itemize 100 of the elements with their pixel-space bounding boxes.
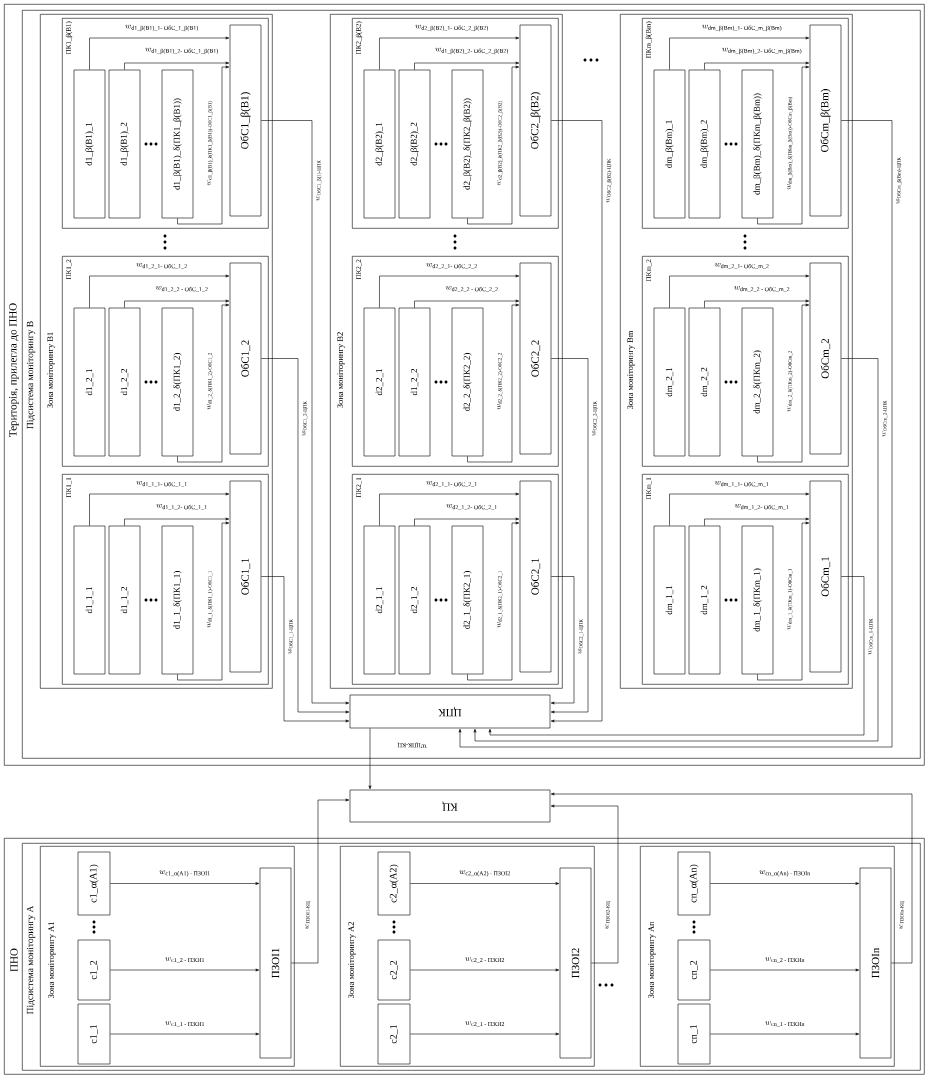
arrow: [410, 1032, 560, 1036]
arrow: [89, 274, 230, 308]
process-box: c1_1: [77, 1003, 111, 1065]
process-box: d1_2_2: [108, 307, 141, 457]
process-box: c2_1: [377, 1003, 411, 1065]
process-box: ОбСm_2: [809, 262, 842, 455]
edge-label: $w_{\text{d1\_1\_2- ОбС\_1\_1}}$: [155, 503, 209, 511]
edge-label: $w_{\text{dm\_1\_δ(ПКm\_1)-ОбСm\_1}}$: [786, 567, 794, 631]
process-box: cn_1: [677, 1003, 711, 1065]
arrow: [458, 120, 893, 748]
edge-label: $w_{\text{dm\_1\_1- ОбС\_m\_1}}$: [714, 480, 770, 488]
edge-label: $w_{\text{d2\_1\_1- ОбС\_2\_1}}$: [425, 480, 479, 488]
arrow: [704, 517, 810, 526]
edge-label: $w_{\text{c1\_2 - ПЗОІ1}}$: [164, 956, 206, 964]
edge-label: $w_{\text{d1\_β(В2)\_2- ОбС\_2\_β(В2)}}$: [434, 47, 510, 55]
edge-label: $w_{\text{c2\_1 - ПЗОІ2}}$: [464, 1020, 506, 1028]
process-box: d1_1_2: [108, 525, 141, 675]
process-box: d2_2_δ(ПК2_2): [451, 307, 484, 457]
edge-label: $w_{\text{d1\_β(В1)\_δ(ПК1\_β(В1))-ОбС1\_β(В1)}}$: [206, 99, 214, 187]
process-box: ОбС2_2: [519, 262, 552, 455]
process-box: ЦПК: [349, 694, 551, 729]
arrow: [669, 492, 810, 526]
arrow: [89, 36, 230, 70]
process-box: ПЗОІ2: [559, 867, 592, 1059]
process-box: d1_2_2: [398, 307, 431, 457]
edge-label: $w_{\text{dm\_1\_2- ОбС\_m\_1}}$: [734, 503, 790, 511]
edge-label: $w_{\text{cn\_α(Аn) - ПЗОІn}}$: [758, 869, 812, 878]
edge-label: $w_{\text{ОбС1\_1-ЦПК}}$: [287, 618, 295, 655]
edge-label: $w_{\text{ОбСm\_2-ЦПК}}$: [881, 399, 889, 438]
edge-label: $w_{\text{d2\_β(В2)\_1- ОбС\_2\_β(В2)}}$: [414, 24, 490, 32]
arrow: [110, 1032, 260, 1036]
arrow: [704, 61, 810, 70]
arrow: [110, 968, 260, 972]
edge-label: $w_{\text{d1\_1\_δ(ПК1\_1)-ОбС1\_1}}$: [206, 569, 214, 629]
edge-label: $w_{\text{c2\_2 - ПЗОІ2}}$: [464, 956, 506, 964]
edge-label: $w_{\text{d2\_1\_δ(ПК2\_1)-ОбС2\_1}}$: [496, 569, 504, 629]
arrow: [467, 521, 520, 681]
arrow: [124, 61, 230, 70]
process-box: dm_β(Вm)_1: [653, 69, 686, 219]
arrow: [177, 521, 230, 681]
arrow: [291, 798, 350, 964]
arrow: [550, 792, 913, 964]
edge-label: $w_{\text{d1\_β(В1)\_1- ОбС\_1\_β(В1)}}$: [124, 24, 200, 32]
arrow: [379, 36, 520, 70]
process-box: ОбС2_1: [519, 480, 552, 673]
process-box: d1_1_δ(ПК1_1): [161, 525, 194, 675]
edge-label: $w_{\text{d2\_2\_2 - ОбС\_2\_2}}$: [445, 285, 499, 293]
edge-label: $w_{\text{ПЗОІ2-КЦ}}$: [604, 900, 612, 930]
process-box: КЦ: [349, 789, 551, 823]
edge-label: $w_{\text{d2\_2\_1- ОбС\_2\_2}}$: [425, 262, 479, 270]
process-box: dm_β(Вm)_2: [688, 69, 721, 219]
arrow: [710, 1032, 860, 1036]
edge-label: $w_{\text{ОбСm\_1-ЦПК}}$: [867, 617, 875, 656]
arrow: [177, 65, 230, 225]
edge-label: $w_{\text{dm\_2\_1- ОбС\_m\_2}}$: [714, 262, 770, 270]
edge-label: $w_{\text{dm\_2\_2 - ОбС\_m\_2}}$: [733, 285, 791, 293]
arrow: [414, 299, 520, 308]
edge-label: $w_{\text{d2\_β(В2)\_δ(ПК2\_β(В2))-ОбС2\_β(В2)}}$: [496, 99, 504, 187]
edge-label: $w_{\text{d1\_2\_2 - ОбС\_1\_2}}$: [155, 285, 209, 293]
arrow: [261, 576, 350, 723]
process-box: cn_2: [677, 939, 711, 1001]
arrow: [467, 65, 520, 225]
arrow: [110, 882, 260, 885]
process-box: dm_2_2: [688, 307, 721, 457]
arrow: [368, 728, 372, 790]
process-box: ОбСm_β(Вm): [809, 24, 842, 217]
edge-label: $w_{\text{ОбС2\_2-ЦПК}}$: [591, 400, 599, 437]
arrow: [488, 576, 865, 736]
arrow: [379, 274, 520, 308]
process-box: c1_2: [77, 939, 111, 1001]
edge-label: $w_{\text{cn\_1 - ПЗОІn}}$: [764, 1020, 806, 1028]
arrow: [124, 299, 230, 308]
process-box: ОбС1_1: [229, 480, 262, 673]
arrow: [89, 492, 230, 526]
process-box: dm_1_δ(ПКm_1): [741, 525, 774, 675]
arrow: [473, 358, 879, 742]
arrow: [704, 299, 810, 308]
edge-label: $w_{\text{d2\_2\_δ(ПК2\_2)-ОбС2\_2}}$: [496, 351, 504, 411]
arrow: [550, 120, 603, 723]
process-box: c1_α(А1): [77, 851, 111, 916]
edge-label: $w_{\text{ЦПК-КЦ}}$: [396, 741, 428, 749]
edge-label: $w_{\text{d1\_β(В1)\_2- ОбС\_1\_β(В1)}}$: [144, 47, 220, 55]
process-box: dm_β(Вm)_δ(ПКm_β(Вm)): [741, 69, 774, 219]
arrow: [757, 303, 810, 463]
edge-label: $w_{\text{d1\_2\_δ(ПК1\_2)-ОбС1\_2}}$: [206, 351, 214, 411]
process-box: d2_β(В2)_2: [398, 69, 431, 219]
edge-label: $w_{\text{ОбС2\_1-ЦПК}}$: [577, 618, 585, 655]
process-box: d2_β(В2)_1: [363, 69, 396, 219]
edge-label: $w_{\text{ОбС2\_β(В2)-ЦПК}}$: [605, 157, 613, 204]
process-box: d2_1_1: [363, 525, 396, 675]
edge-label: $w_{\text{dm\_2\_δ(ПКm\_2)-ОбСm\_2}}$: [786, 349, 794, 413]
process-box: dm_2_δ(ПКm_2): [741, 307, 774, 457]
arrow: [550, 576, 575, 705]
process-box: ОбС2_β(В2): [519, 24, 552, 217]
arrow: [261, 358, 350, 714]
arrow: [757, 65, 810, 225]
arrow: [710, 968, 860, 972]
arrow: [669, 36, 810, 70]
process-box: ОбС1_2: [229, 262, 262, 455]
edge-label: $w_{\text{cn\_2 - ПЗОІn}}$: [764, 956, 806, 964]
